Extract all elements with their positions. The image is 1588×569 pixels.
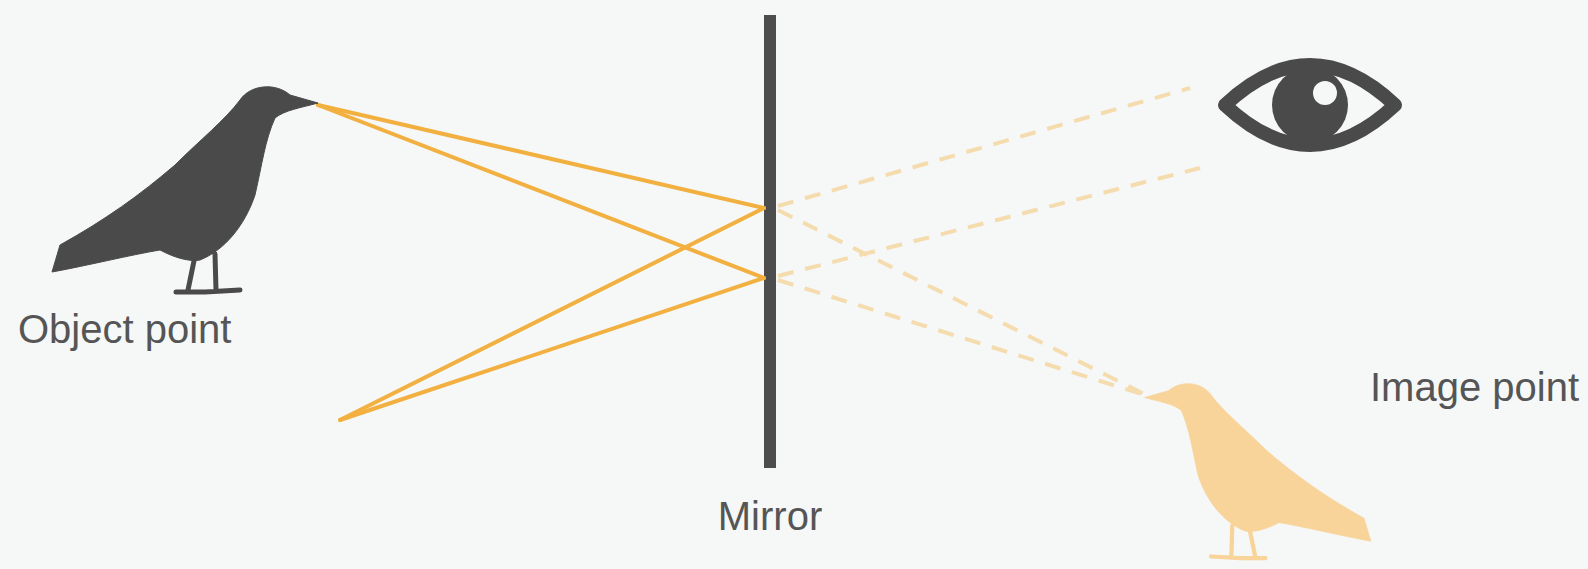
mirror-label: Mirror <box>718 492 822 540</box>
mirror-line <box>764 15 776 468</box>
image-crow <box>1145 384 1371 558</box>
image-label: Image point <box>1370 363 1579 411</box>
eye-icon <box>1225 65 1395 145</box>
object-label: Object point <box>18 305 231 353</box>
virtual-rays <box>778 88 1200 396</box>
light-rays <box>318 105 764 420</box>
object-crow <box>52 87 318 292</box>
